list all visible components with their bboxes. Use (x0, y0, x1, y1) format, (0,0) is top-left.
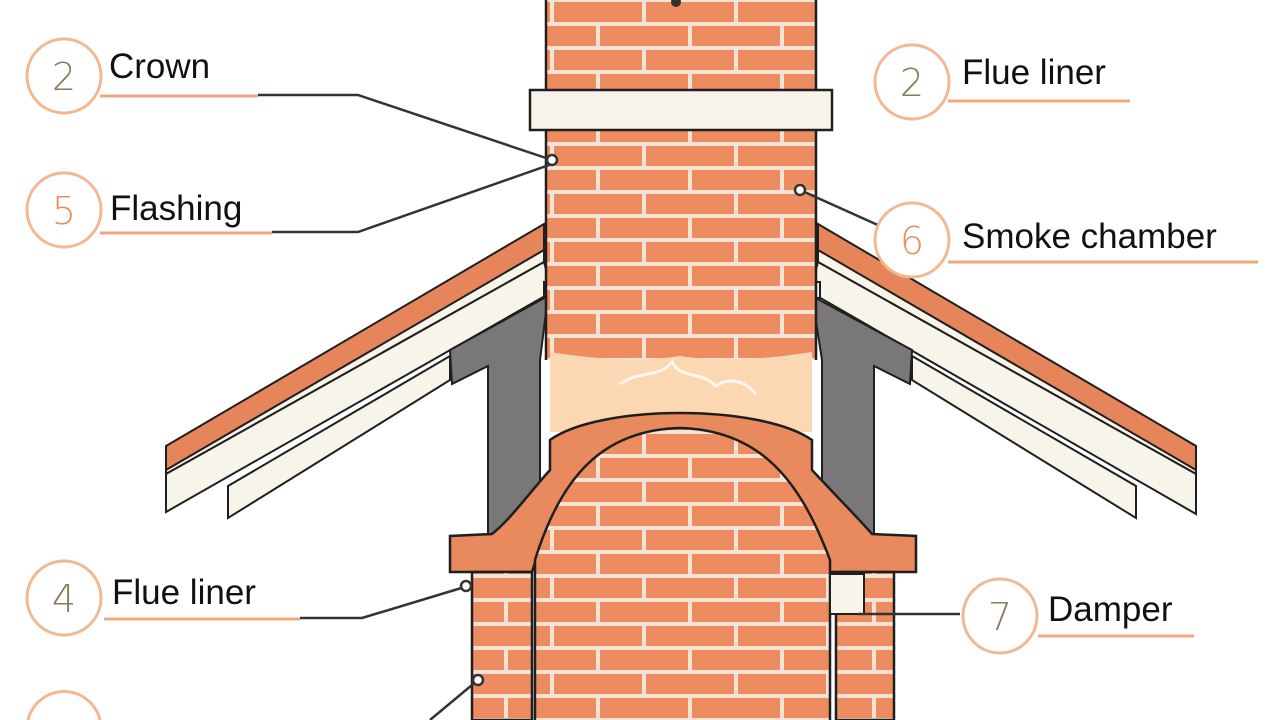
chimney-stack (546, 0, 816, 360)
leader-flashing (272, 162, 553, 234)
badge-number-smoke-chamber: 6 (900, 219, 924, 263)
badge-crown (25, 37, 103, 115)
firebox-arch-outline (533, 426, 832, 720)
badge-flue-liner-low (25, 559, 103, 637)
damper-plate (829, 573, 865, 615)
label-smoke-chamber: Smoke chamber (962, 217, 1217, 256)
chimney-crown (528, 88, 834, 132)
badge-number-flashing: 5 (52, 189, 76, 233)
callout-crown: 2 Crown (25, 37, 210, 115)
badge-number-damper: 7 (988, 595, 1012, 639)
label-flue-liner-top: Flue liner (962, 53, 1106, 92)
callout-flue-liner-low: 4 Flue liner (25, 559, 256, 637)
badge-smoke-chamber (873, 201, 951, 279)
roof-left (165, 222, 554, 520)
leader-smoke-chamber (799, 188, 881, 228)
anchor-dot-flue-liner-low (459, 579, 473, 593)
badge-flue-liner-top (873, 43, 951, 121)
leader-crown (258, 93, 553, 162)
callout-damper: 7 Damper (961, 577, 1173, 655)
callout-flashing: 5 Flashing (25, 171, 242, 249)
label-damper: Damper (1048, 590, 1173, 629)
flashing-left (448, 294, 550, 535)
partial-badge-bottom (26, 690, 102, 720)
badge-number-crown: 2 (52, 55, 76, 99)
lower-column-left (470, 570, 534, 720)
label-flashing: Flashing (110, 189, 242, 228)
anchor-dot-crown (545, 153, 559, 167)
leader-bottom (429, 679, 479, 720)
callout-smoke-chamber: 6 Smoke chamber (873, 201, 1217, 279)
leader-flue-liner-low (300, 584, 469, 620)
badge-number-flue-liner-low: 4 (52, 577, 76, 621)
label-crown: Crown (109, 47, 210, 86)
badge-damper (961, 577, 1039, 655)
flashing-right (810, 294, 914, 535)
badge-number-flue-liner-top: 2 (900, 61, 924, 105)
label-flue-liner-low: Flue liner (112, 573, 256, 612)
roof-right (808, 222, 1197, 520)
badge-flashing (25, 171, 103, 249)
callout-flue-liner-top: 2 Flue liner (873, 43, 1106, 121)
anchor-dot-bottom (471, 673, 485, 687)
firebox-bricks (535, 428, 830, 720)
smoke-chamber-glow (550, 352, 812, 432)
anchor-dot-smoke-chamber (793, 183, 807, 197)
smoke-chamber-wisps (619, 359, 758, 396)
stack-top-dot (671, 0, 681, 7)
